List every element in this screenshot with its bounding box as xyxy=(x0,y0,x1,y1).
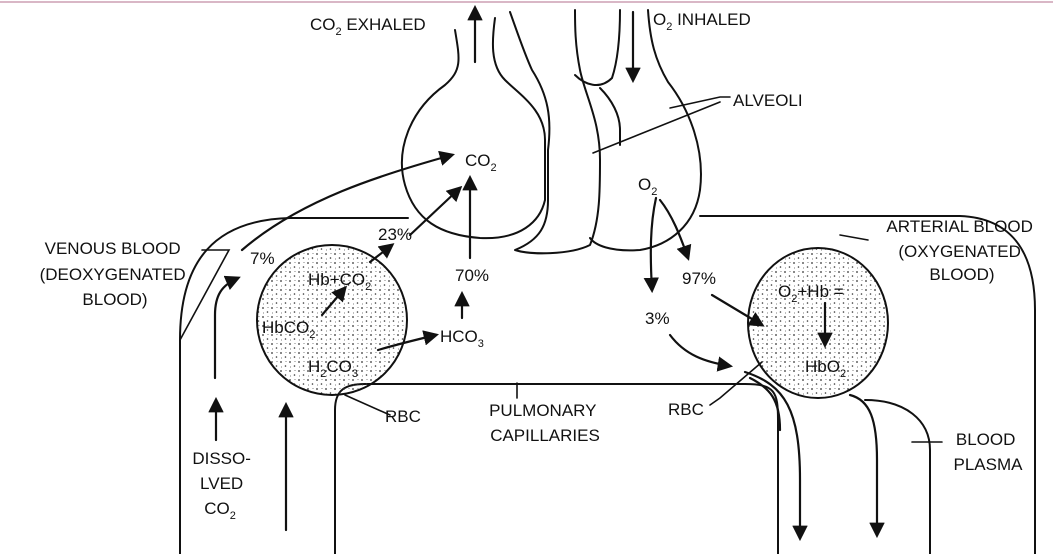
dissolved-co2-label: DISSO- LVED CO2 xyxy=(192,449,255,522)
alveolus-co2-label: CO2 xyxy=(465,151,497,174)
rbc-left-label: RBC xyxy=(385,407,421,426)
arterial-blood-label: ARTERIAL BLOOD (OXYGENATED BLOOD) xyxy=(886,217,1037,284)
pulmonary-capillaries-label: PULMONARY CAPILLARIES xyxy=(489,401,601,445)
alveolus-o2-label: O2 xyxy=(638,175,657,198)
pct-70-label: 70% xyxy=(455,266,489,285)
venous-blood-label: VENOUS BLOOD (DEOXYGENATED BLOOD) xyxy=(40,239,191,309)
alveoli-label: ALVEOLI xyxy=(733,91,803,110)
pct-23-label: 23% xyxy=(378,225,412,244)
blood-plasma-label: BLOOD PLASMA xyxy=(954,430,1024,474)
alveoli-sacs xyxy=(402,10,701,253)
o2-inhaled-label: O2 INHALED xyxy=(653,10,751,33)
pct-3-label: 3% xyxy=(645,309,670,328)
co2-exhaled-label: CO2 EXHALED xyxy=(310,15,426,38)
pct-97-label: 97% xyxy=(682,269,716,288)
pct-7-label: 7% xyxy=(250,249,275,268)
rbc-right-label: RBC xyxy=(668,400,704,419)
hco3-label: HCO3 xyxy=(440,327,484,350)
